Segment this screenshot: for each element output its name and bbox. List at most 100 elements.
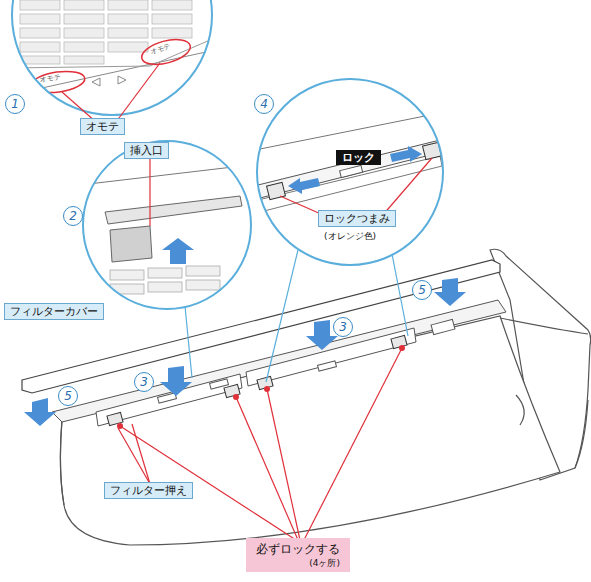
- slot-tag: 挿入口: [124, 142, 169, 159]
- tag-text: ロック: [342, 151, 375, 164]
- face-leader: [116, 63, 160, 122]
- push-arrow: [434, 278, 466, 306]
- filter-closeup: [108, 0, 148, 10]
- filter-retainer: [318, 361, 337, 371]
- lock-point: [117, 345, 405, 429]
- tag-text: 挿入口: [130, 144, 163, 157]
- note-box: 必ずロックする(4ヶ所): [246, 538, 350, 572]
- lock-point: [233, 394, 239, 400]
- slot-closeup: [186, 266, 220, 276]
- magnifier-leader: [185, 306, 192, 378]
- filter-retainer: [96, 319, 455, 426]
- slot-closeup: [186, 280, 220, 290]
- filter-closeup: [108, 14, 148, 24]
- filter-closeup: [64, 28, 104, 38]
- knob-tag: ロックつまみ (オレンジ色): [318, 210, 396, 242]
- face-leader: [62, 63, 160, 122]
- lock-point: [117, 423, 123, 429]
- lock-leader: [132, 424, 150, 484]
- callout-number: 3: [333, 317, 353, 337]
- filter-closeup: [0, 0, 230, 120]
- slot-closeup: [110, 266, 220, 294]
- callout-number: 4: [254, 94, 274, 114]
- filter-closeup: [10, 50, 215, 95]
- slot-closeup: [80, 140, 260, 310]
- filter-closeup: [64, 14, 104, 24]
- lock-closeup: [255, 112, 445, 150]
- slot-closeup: [162, 238, 194, 264]
- slot-closeup: [80, 140, 260, 310]
- slot-closeup: [148, 282, 182, 292]
- filter-closeup: [64, 42, 104, 52]
- magnifier-circle: [12, 0, 212, 115]
- filter-closeup: [20, 42, 60, 52]
- filter-closeup: [20, 28, 60, 38]
- filter-retainer: [158, 393, 177, 403]
- tag-text: オモテ: [86, 120, 119, 133]
- filter-cover: [22, 260, 500, 393]
- knob-leader: [280, 158, 432, 218]
- filter-closeup: [152, 28, 192, 38]
- push-arrow: [24, 398, 56, 426]
- tag-text: フィルターカバー: [10, 305, 98, 318]
- filter-closeup: [0, 0, 230, 120]
- filter-closeup: [108, 28, 148, 38]
- filter-closeup: [152, 0, 192, 10]
- magnifier-leader: [266, 250, 298, 382]
- slot-closeup: [110, 284, 144, 294]
- tag-text: ロックつまみ: [318, 210, 396, 227]
- unit-body: [500, 318, 588, 334]
- unit-body: [516, 395, 524, 425]
- part-tag: フィルター押え: [104, 482, 193, 499]
- lock-closeup: [340, 165, 363, 177]
- magnifier-leader: [185, 250, 408, 382]
- face-tag: オモテ: [80, 118, 125, 135]
- lock-leader: [118, 348, 402, 540]
- lock-leader: [118, 428, 150, 484]
- slot-closeup: [110, 270, 144, 280]
- unit-body: [60, 420, 64, 505]
- lock-closeup: [255, 78, 445, 268]
- sub-text: (4ヶ所): [256, 558, 340, 569]
- filter-closeup: [20, 56, 60, 64]
- unit-body: [575, 400, 588, 468]
- filter-closeup: [152, 14, 192, 24]
- lock-closeup: [390, 146, 422, 162]
- lock-leader: [267, 389, 300, 540]
- callout-number: 2: [63, 206, 83, 226]
- lock-point: [399, 345, 405, 351]
- filter-retainer: [431, 319, 455, 334]
- filter-closeup: [20, 0, 60, 10]
- lock-closeup: [288, 178, 320, 194]
- filter-closeup: [20, 0, 192, 64]
- lock-leader: [236, 397, 298, 540]
- filter-closeup: [108, 42, 148, 52]
- lock-leader: [304, 348, 402, 540]
- magnifier-circle: [257, 79, 443, 265]
- lock-closeup: [255, 78, 445, 268]
- magnifier-leader: [392, 254, 408, 336]
- slot-closeup: [148, 268, 182, 278]
- filter-closeup: [10, 40, 210, 68]
- callout-number: 5: [412, 280, 432, 300]
- slot-closeup: [110, 226, 152, 262]
- magnifier-circle: [83, 141, 251, 309]
- filter-closeup: [64, 0, 104, 10]
- part-tag: フィルターカバー: [4, 303, 104, 320]
- filter-closeup: [92, 76, 126, 86]
- filter-closeup: [64, 56, 104, 64]
- filter-cover: [22, 260, 500, 393]
- push-arrow: [160, 366, 192, 396]
- filter-closeup: [20, 14, 60, 24]
- sub-text: (オレンジ色): [318, 231, 396, 242]
- slot-closeup: [105, 196, 242, 224]
- slot-leader: [149, 158, 150, 226]
- tag-text: フィルター押え: [110, 484, 187, 497]
- filter-closeup: [139, 35, 193, 69]
- push-arrow: [24, 278, 466, 426]
- callout-number: 5: [58, 386, 78, 406]
- knob-leader: [382, 158, 432, 216]
- lock-point: [264, 386, 270, 392]
